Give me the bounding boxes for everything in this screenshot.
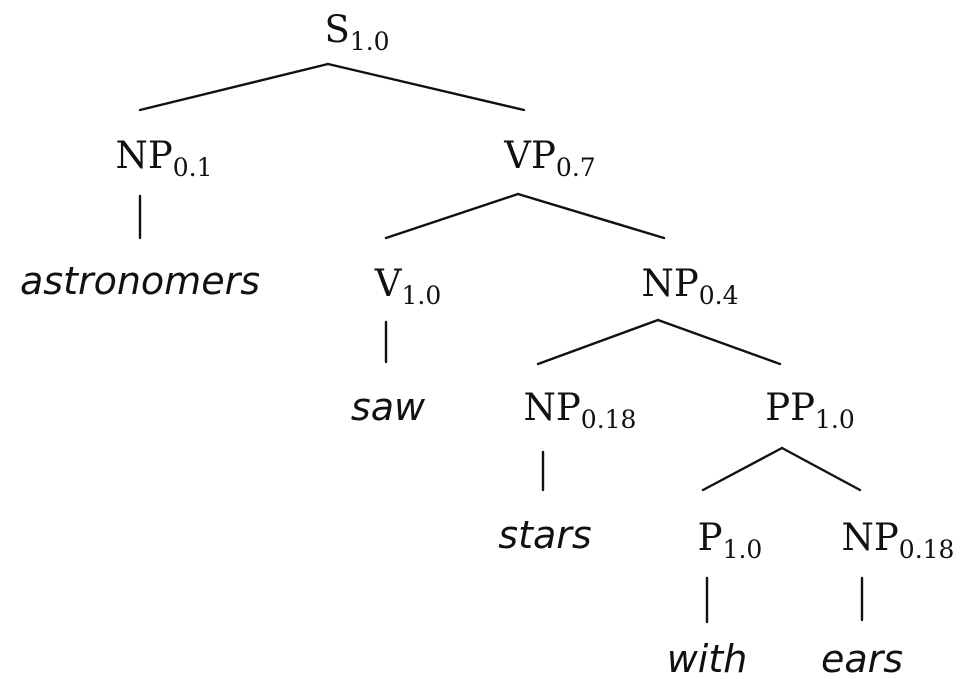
node-np4: NP0.18	[842, 516, 955, 564]
node-category-label: PP	[765, 386, 815, 429]
tree-edge-vp-v	[384, 192, 520, 240]
node-probability: 1.0	[350, 27, 390, 56]
node-probability: 1.0	[815, 405, 855, 434]
node-probability: 0.1	[173, 153, 213, 182]
node-category-label: V	[374, 262, 403, 305]
word-stars: stars	[498, 513, 591, 557]
word-ears: ears	[821, 637, 903, 679]
node-p: P1.0	[698, 516, 763, 564]
word-with: with	[667, 637, 748, 679]
node-np3: NP0.18	[524, 386, 637, 434]
node-probability: 0.4	[699, 281, 739, 310]
tree-edge-np2-np3	[536, 318, 660, 366]
node-category-label: P	[698, 516, 723, 559]
node-category-label: VP	[503, 134, 556, 177]
node-pp: PP1.0	[765, 386, 855, 434]
node-probability: 0.7	[556, 153, 596, 182]
node-category-label: NP	[641, 262, 698, 305]
node-probability: 1.0	[401, 281, 441, 310]
node-probability: 0.18	[899, 535, 955, 564]
tree-edge-pp-p	[701, 446, 784, 492]
node-category-label: NP	[115, 134, 172, 177]
node-category-label: NP	[524, 386, 581, 429]
node-probability: 1.0	[723, 535, 763, 564]
node-vp: VP0.7	[503, 134, 595, 182]
node-category-label: NP	[842, 516, 899, 559]
tree-edge-np2-pp	[656, 318, 782, 366]
word-saw: saw	[351, 385, 426, 429]
node-np2: NP0.4	[641, 262, 738, 310]
node-v: V1.0	[374, 262, 442, 310]
tree-edges	[138, 62, 864, 624]
word-astronomers: astronomers	[20, 259, 260, 303]
tree-edge-vp-np2	[516, 192, 666, 240]
node-s: S1.0	[324, 8, 389, 56]
tree-edge-pp-np4	[780, 446, 862, 492]
node-probability: 0.18	[581, 405, 637, 434]
node-category-label: S	[324, 8, 349, 51]
tree-edge-s-vp	[326, 62, 526, 112]
node-np1: NP0.1	[115, 134, 212, 182]
tree-edge-s-np1	[138, 62, 330, 112]
